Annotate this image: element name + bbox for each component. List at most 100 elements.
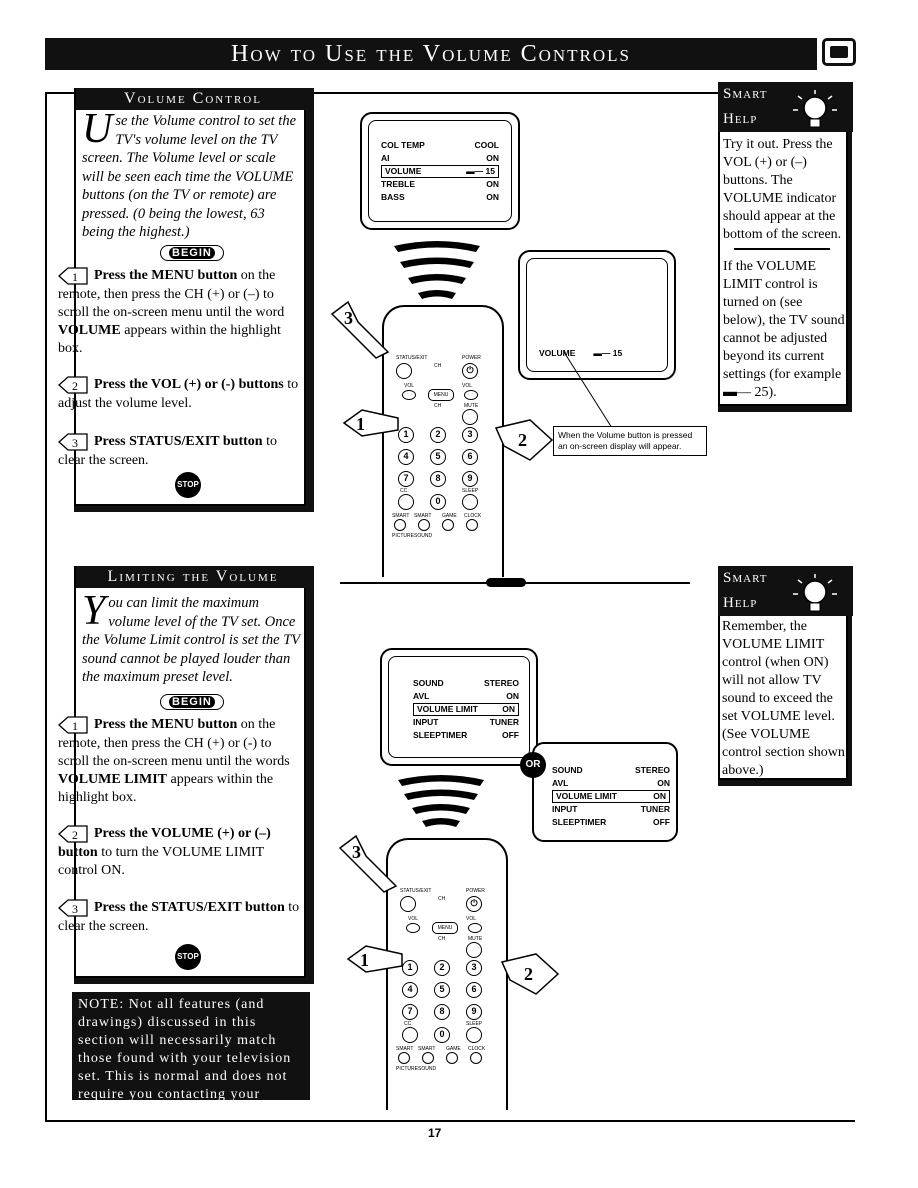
note-box: NOTE: Not all features (and drawings) di… xyxy=(72,992,310,1120)
menu-button[interactable]: MENU xyxy=(432,922,458,934)
callout-pointer xyxy=(563,351,613,429)
digit-0-button[interactable]: 0 xyxy=(430,494,446,510)
vol-down-button[interactable] xyxy=(406,923,420,933)
remote-control: STATUS/EXIT POWER ⏻ CH VOL VOL MENU CH M… xyxy=(382,305,504,577)
svg-text:3: 3 xyxy=(72,436,78,450)
step-number-2-icon: 2 xyxy=(58,376,88,394)
left-rule xyxy=(45,92,47,1122)
step-number-3-icon: 3 xyxy=(58,899,88,917)
status-exit-button[interactable] xyxy=(396,363,412,379)
vol-down-button[interactable] xyxy=(402,390,416,400)
digit-2-button[interactable]: 2 xyxy=(434,960,450,976)
begin-badge: BEGIN xyxy=(160,243,224,261)
sleep-button[interactable] xyxy=(462,494,478,510)
smart-help-text: If the VOLUME LIMIT control is turned on… xyxy=(723,259,845,400)
power-button[interactable]: ⏻ xyxy=(462,363,478,379)
digit-0-button[interactable]: 0 xyxy=(434,1027,450,1043)
digit-7-button[interactable]: 7 xyxy=(398,471,414,487)
digit-3-button[interactable]: 3 xyxy=(462,427,478,443)
digit-3-button[interactable]: 3 xyxy=(466,960,482,976)
svg-text:3: 3 xyxy=(72,902,78,916)
digit-4-button[interactable]: 4 xyxy=(398,449,414,465)
svg-text:3: 3 xyxy=(352,842,361,862)
digit-8-button[interactable]: 8 xyxy=(430,471,446,487)
page-number: 17 xyxy=(428,1126,442,1140)
callout-volume: When the Volume button is pressed an on-… xyxy=(553,426,707,456)
game-button[interactable] xyxy=(446,1052,458,1064)
svg-text:2: 2 xyxy=(72,379,78,393)
svg-text:1: 1 xyxy=(72,270,78,284)
dropcap: U xyxy=(82,106,113,152)
digit-6-button[interactable]: 6 xyxy=(466,982,482,998)
game-button[interactable] xyxy=(442,519,454,531)
lightbulb-icon xyxy=(793,574,837,612)
section2-heading: Limiting the Volume xyxy=(76,566,310,588)
step-3-pointer-icon: 3 xyxy=(338,834,398,893)
vol-up-button[interactable] xyxy=(468,923,482,933)
digit-9-button[interactable]: 9 xyxy=(462,471,478,487)
svg-text:2: 2 xyxy=(524,964,533,984)
clock-button[interactable] xyxy=(470,1052,482,1064)
digit-1-button[interactable]: 1 xyxy=(402,960,418,976)
divider-knob xyxy=(486,578,526,587)
svg-text:2: 2 xyxy=(72,828,78,842)
mute-button[interactable] xyxy=(462,409,478,425)
smart-help-panel xyxy=(718,82,848,406)
section1-panel xyxy=(74,88,306,506)
cc-button[interactable] xyxy=(402,1027,418,1043)
step-number-1-icon: 1 xyxy=(58,716,88,734)
digit-4-button[interactable]: 4 xyxy=(402,982,418,998)
volume-indicator: VOLUME▬— 15 xyxy=(539,348,623,358)
clock-button[interactable] xyxy=(466,519,478,531)
smart-sound-button[interactable] xyxy=(422,1052,434,1064)
or-badge: OR xyxy=(520,752,546,778)
svg-text:3: 3 xyxy=(344,308,353,328)
vol-up-button[interactable] xyxy=(464,390,478,400)
digit-5-button[interactable]: 5 xyxy=(430,449,446,465)
digit-2-button[interactable]: 2 xyxy=(430,427,446,443)
tv-volume-display: VOLUME▬— 15 xyxy=(518,250,676,380)
digit-6-button[interactable]: 6 xyxy=(462,449,478,465)
sleep-button[interactable] xyxy=(466,1027,482,1043)
mute-button[interactable] xyxy=(466,942,482,958)
status-exit-button[interactable] xyxy=(400,896,416,912)
digit-7-button[interactable]: 7 xyxy=(402,1004,418,1020)
digit-9-button[interactable]: 9 xyxy=(466,1004,482,1020)
digit-8-button[interactable]: 8 xyxy=(434,1004,450,1020)
smart-help-text: Remember, the VOLUME LIMIT control (when… xyxy=(722,619,845,778)
step-3-pointer-icon: 3 xyxy=(330,300,390,359)
digit-1-button[interactable]: 1 xyxy=(398,427,414,443)
smart-sound-button[interactable] xyxy=(418,519,430,531)
signal-waves-icon xyxy=(394,241,480,299)
begin-badge: BEGIN xyxy=(160,692,224,710)
smart-picture-button[interactable] xyxy=(394,519,406,531)
menu-button[interactable]: MENU xyxy=(428,389,454,401)
smart-picture-button[interactable] xyxy=(398,1052,410,1064)
step-1-pointer-icon: 1 xyxy=(346,945,403,973)
stop-icon: STOP xyxy=(175,472,201,498)
cc-button[interactable] xyxy=(398,494,414,510)
digit-5-button[interactable]: 5 xyxy=(434,982,450,998)
svg-text:1: 1 xyxy=(72,719,78,733)
power-button[interactable]: ⏻ xyxy=(466,896,482,912)
top-rule xyxy=(45,92,817,94)
